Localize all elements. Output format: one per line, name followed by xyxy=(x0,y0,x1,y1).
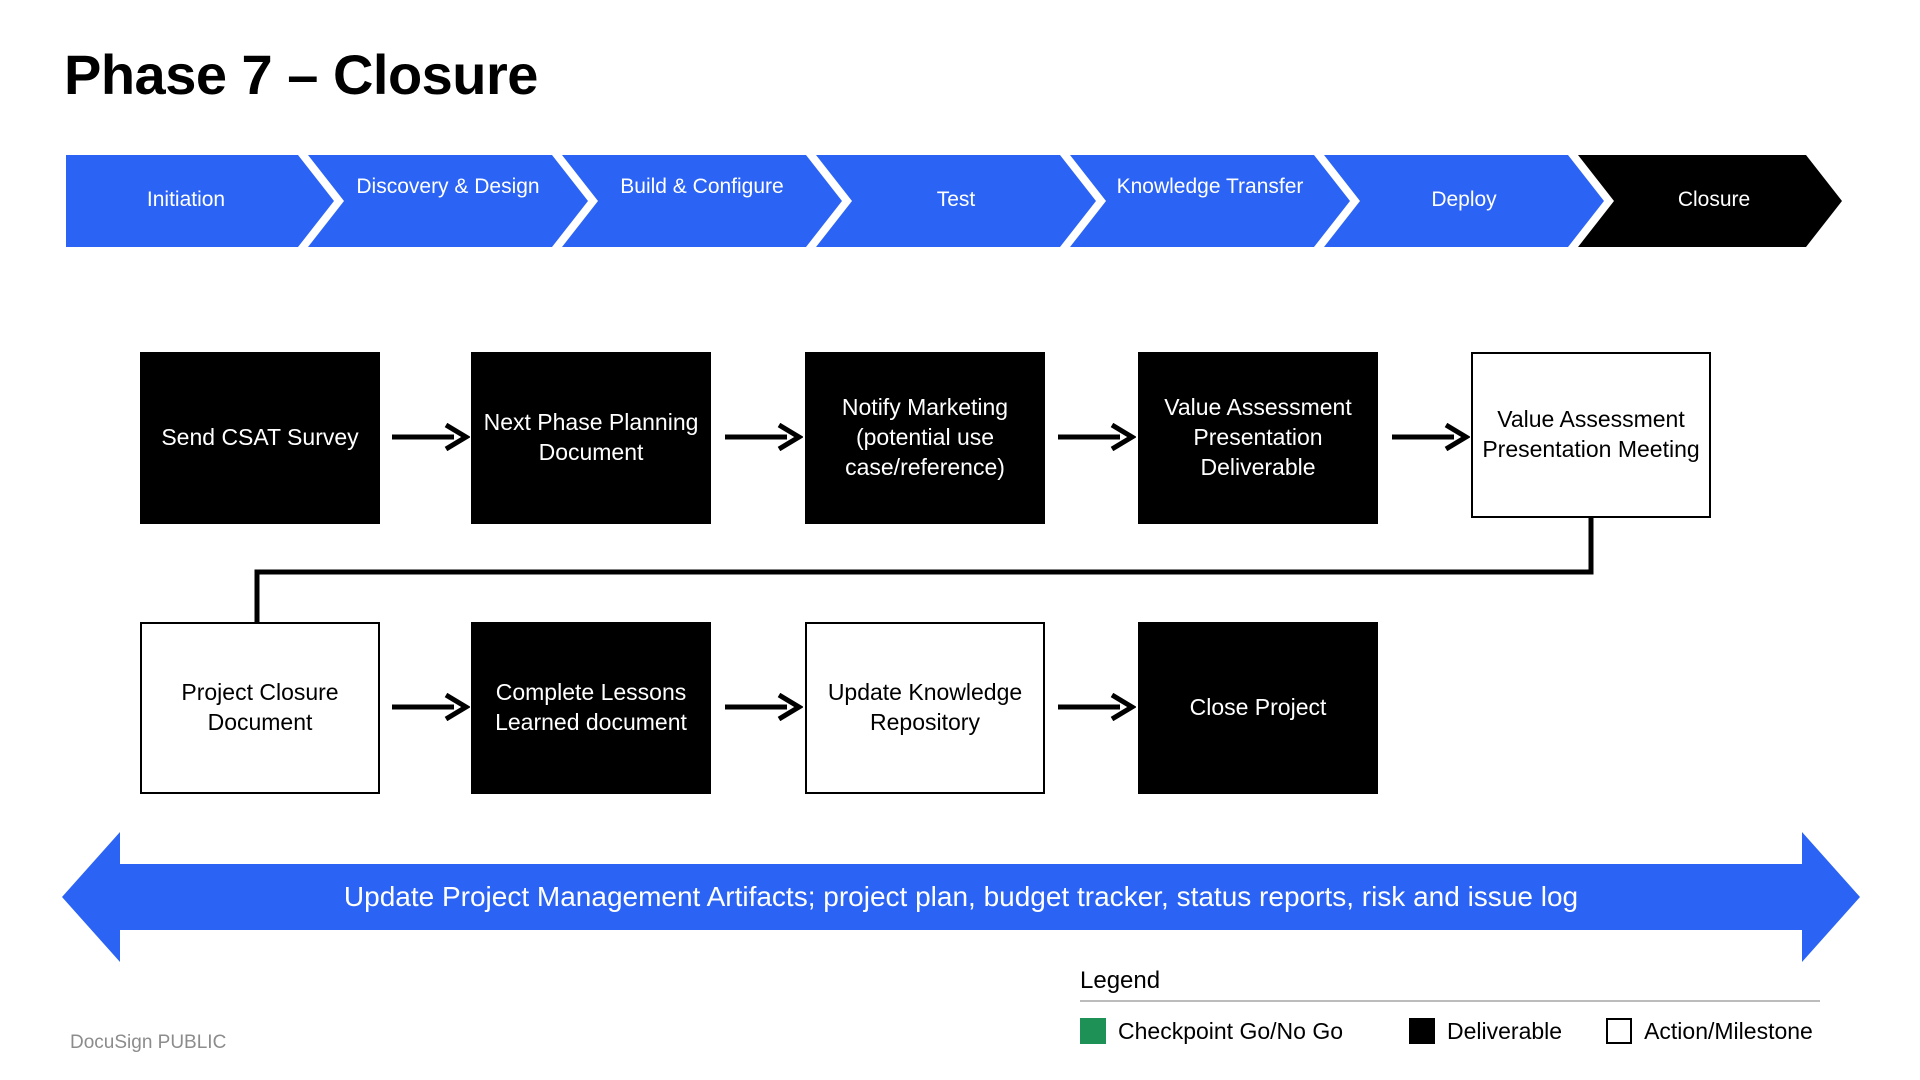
flow-box-label: Value Assessment Presentation Deliverabl… xyxy=(1164,394,1352,480)
flow-box-value-assessment-presentation-deliverable: Value Assessment Presentation Deliverabl… xyxy=(1138,352,1378,524)
phase-chevron-test xyxy=(816,155,1096,247)
phase-chevron-deploy xyxy=(1324,155,1604,247)
flow-box-project-closure-document: Project Closure Document xyxy=(140,622,380,794)
footer-classification-label: DocuSign PUBLIC xyxy=(70,1032,227,1053)
phase-chevron-discovery-design xyxy=(308,155,588,247)
phase-chevron-knowledge-transfer xyxy=(1070,155,1350,247)
legend-item-deliverable: Deliverable xyxy=(1409,1018,1562,1045)
flow-arrow-row1-1 xyxy=(392,423,470,451)
legend-item-action-milestone: Action/Milestone xyxy=(1606,1018,1813,1045)
flow-box-label: Update Knowledge Repository xyxy=(827,679,1023,735)
legend-title: Legend xyxy=(1080,967,1161,994)
flow-box-close-project: Close Project xyxy=(1138,622,1378,794)
legend-item-label: Action/Milestone xyxy=(1644,1017,1813,1044)
flow-box-label: Complete Lessons Learned document xyxy=(495,679,687,735)
flow-box-label: Close Project xyxy=(1189,694,1327,721)
legend-items: Checkpoint Go/No Go Deliverable Action/M… xyxy=(1080,1018,1820,1045)
flow-arrow-row2-3 xyxy=(1058,693,1136,721)
flow-box-next-phase-planning-document: Next Phase Planning Document xyxy=(471,352,711,524)
flow-box-label: Project Closure Document xyxy=(181,679,339,735)
flow-box-value-assessment-presentation-meeting: Value Assessment Presentation Meeting xyxy=(1471,352,1711,518)
legend-item-label: Checkpoint Go/No Go xyxy=(1118,1017,1344,1044)
legend: Legend Checkpoint Go/No Go Deliverable A… xyxy=(1080,967,1820,1045)
flow-box-label: Next Phase Planning Document xyxy=(483,409,699,465)
page-title: Phase 7 – Closure xyxy=(64,43,538,106)
flow-arrow-row2-2 xyxy=(725,693,803,721)
legend-item-label: Deliverable xyxy=(1447,1017,1563,1044)
flow-box-notify-marketing: Notify Marketing (potential use case/ref… xyxy=(805,352,1045,524)
flow-box-label: Value Assessment Presentation Meeting xyxy=(1482,406,1700,462)
legend-divider xyxy=(1080,1000,1820,1002)
flow-arrow-row2-1 xyxy=(392,693,470,721)
flow-box-label: Send CSAT Survey xyxy=(161,424,359,451)
phase-chevron-initiation xyxy=(66,155,334,247)
artifacts-banner-arrow: Update Project Management Artifacts; pro… xyxy=(62,832,1860,962)
legend-swatch-outline-icon xyxy=(1606,1018,1633,1045)
phase-progress-band: Initiation Discovery & Design Build & Co… xyxy=(66,155,1842,247)
flow-box-send-csat-survey: Send CSAT Survey xyxy=(140,352,380,524)
flow-arrow-row1-2 xyxy=(725,423,803,451)
flow-box-label: Notify Marketing (potential use case/ref… xyxy=(841,394,1009,480)
phase-chevron-build-configure xyxy=(562,155,842,247)
phase-chevron-closure xyxy=(1578,155,1842,247)
legend-swatch-black-icon xyxy=(1409,1018,1436,1045)
legend-swatch-green-icon xyxy=(1080,1018,1106,1045)
flow-box-complete-lessons-learned-document: Complete Lessons Learned document xyxy=(471,622,711,794)
flow-box-update-knowledge-repository: Update Knowledge Repository xyxy=(805,622,1045,794)
legend-item-checkpoint: Checkpoint Go/No Go xyxy=(1080,1018,1343,1045)
double-arrow-shape xyxy=(62,832,1860,962)
flow-arrow-row1-3 xyxy=(1058,423,1136,451)
flow-arrow-row1-4 xyxy=(1392,423,1470,451)
elbow-connector-row1-to-row2 xyxy=(240,515,1640,635)
